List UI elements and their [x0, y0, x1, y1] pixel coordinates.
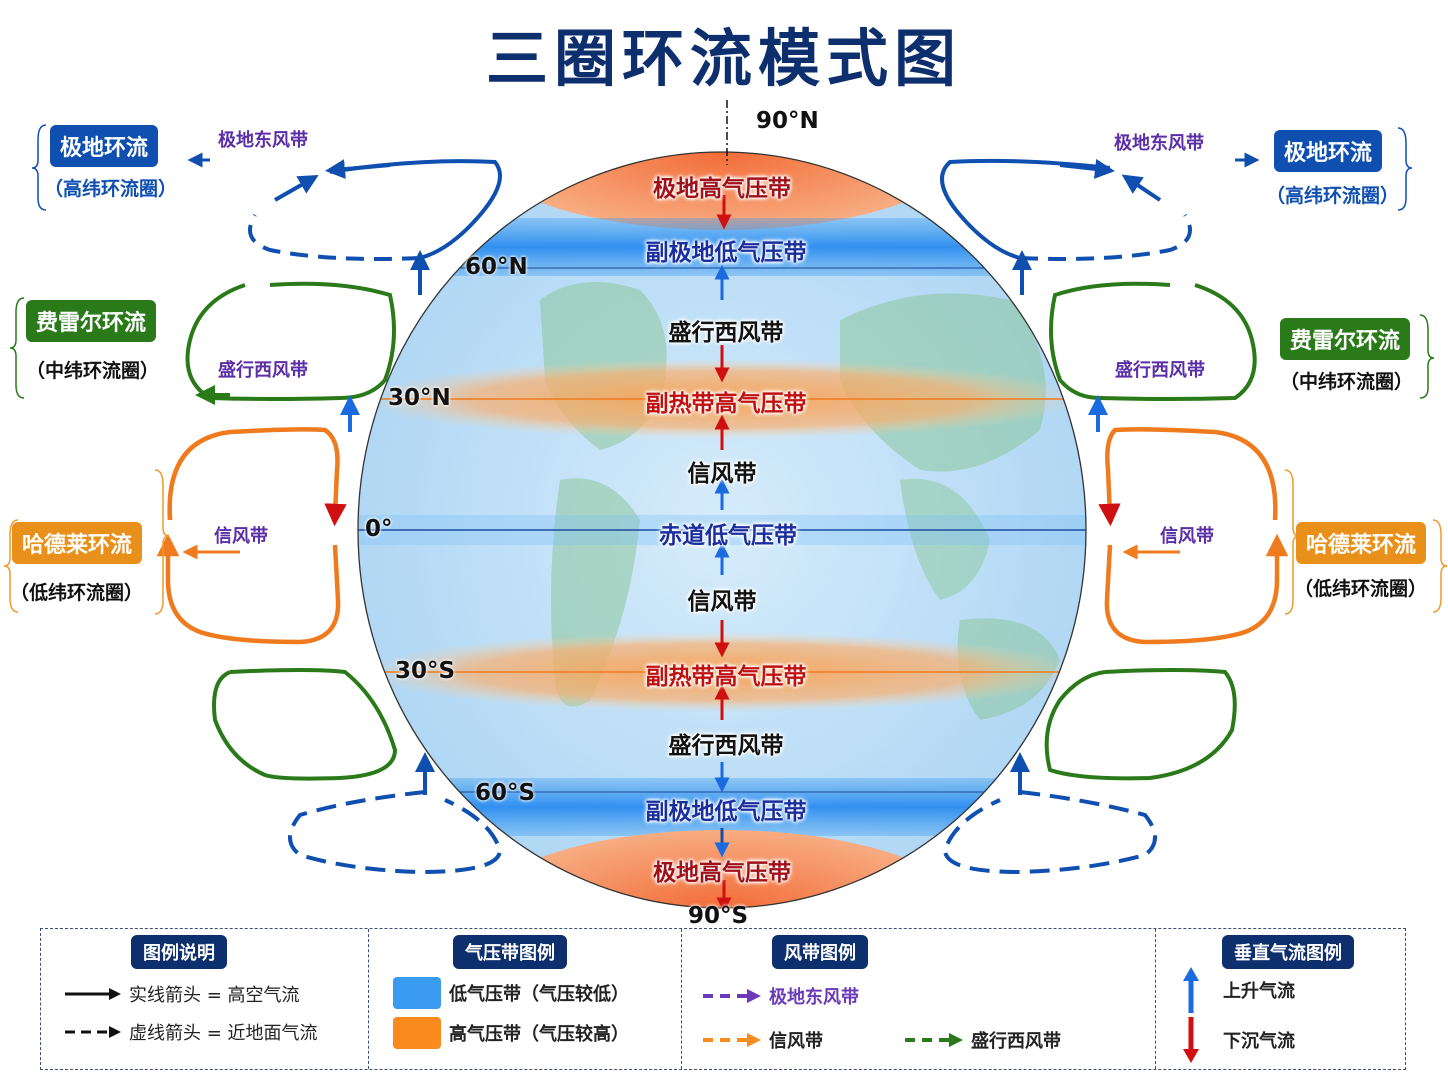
legend-rising-row: 上升气流 [1181, 967, 1295, 1013]
left-south-polar-cell [288, 752, 503, 875]
band-south-westerlies: 盛行西风带 [668, 733, 784, 759]
left-trades-label: 信风带 [214, 526, 268, 547]
legend-sinking-label: 下沉气流 [1223, 1031, 1295, 1052]
legend-panel: 图例说明 实线箭头 = 高空气流 虚线箭头 = 近地面气流 气压带图例 低气压带… [40, 928, 1406, 1070]
right-ferrel-cell [1049, 281, 1257, 432]
latitude-30n: 30°N [388, 385, 451, 411]
globe [357, 100, 1087, 909]
band-south-polar-high: 极地高气压带 [653, 860, 791, 886]
left-hadley-cell-label: 哈德莱环流 [12, 522, 143, 564]
legend-wind-header: 风带图例 [772, 935, 868, 969]
right-polar-cell-label: 极地环流 [1274, 130, 1383, 172]
left-hadley-cell [156, 427, 347, 645]
left-ferrel-cell-label: 费雷尔环流 [26, 300, 157, 342]
legend-divider [1155, 929, 1156, 1069]
left-ferrel-cell-sub: （中纬环流圈） [26, 360, 160, 382]
right-south-ferrel-cell [1044, 668, 1237, 781]
legend-dashed-label: 虚线箭头 = 近地面气流 [129, 1023, 318, 1044]
legend-explain-header: 图例说明 [131, 935, 227, 969]
band-north-polar-high: 极地高气压带 [653, 176, 791, 202]
low-pressure-swatch [393, 977, 441, 1009]
legend-pressure-header: 气压带图例 [453, 935, 567, 969]
right-ferrel-cell-sub: （中纬环流圈） [1280, 371, 1414, 393]
legend-high-label: 高气压带（气压较高） [449, 1024, 629, 1045]
right-trades-label: 信风带 [1160, 526, 1214, 547]
legend-trades-row: 信风带 [703, 1027, 823, 1053]
band-north-subpolar-low: 副极地低气压带 [645, 240, 807, 266]
band-north-trades: 信风带 [687, 461, 757, 487]
solid-arrow-icon [65, 988, 121, 1000]
legend-low-row: 低气压带（气压较低） [393, 977, 629, 1009]
page-title: 三圈环流模式图 [485, 22, 962, 95]
latitude-60n: 60°N [465, 254, 528, 280]
latitude-30s: 30°S [395, 658, 456, 684]
right-hadley-cell [1098, 427, 1289, 645]
right-hadley-cell-sub: （低纬环流圈） [1294, 578, 1428, 600]
orange-dashed-arrow-icon [703, 1033, 761, 1047]
green-dashed-arrow-icon [905, 1033, 963, 1047]
dashed-arrow-icon [65, 1026, 121, 1038]
latitude-90s: 90°S [688, 903, 749, 929]
legend-divider [368, 929, 369, 1069]
band-south-subpolar-low: 副极地低气压带 [645, 799, 807, 825]
legend-divider [681, 929, 682, 1069]
band-north-subtropical-high: 副热带高气压带 [645, 391, 807, 417]
legend-dashed-row: 虚线箭头 = 近地面气流 [65, 1019, 318, 1045]
purple-dashed-arrow-icon [703, 989, 761, 1003]
latitude-90n: 90°N [756, 108, 819, 134]
high-pressure-swatch [393, 1017, 441, 1049]
legend-westerlies-label: 盛行西风带 [971, 1031, 1061, 1052]
right-ferrel-cell-label: 费雷尔环流 [1280, 318, 1411, 360]
right-polar-cell-sub: （高纬环流圈） [1266, 185, 1400, 207]
down-arrow-icon [1183, 1017, 1199, 1063]
right-hadley-cell-label: 哈德莱环流 [1296, 522, 1427, 564]
left-polar-cell [187, 152, 502, 295]
right-westerlies-label: 盛行西风带 [1115, 360, 1205, 381]
right-polar-cell [940, 152, 1260, 295]
right-south-polar-cell [942, 752, 1157, 875]
legend-solid-row: 实线箭头 = 高空气流 [65, 981, 300, 1007]
legend-rising-label: 上升气流 [1223, 981, 1295, 1002]
latitude-60s: 60°S [475, 780, 536, 806]
legend-solid-label: 实线箭头 = 高空气流 [129, 985, 300, 1006]
legend-low-label: 低气压带（气压较低） [449, 984, 629, 1005]
legend-vertical-header: 垂直气流图例 [1222, 935, 1354, 969]
left-south-ferrel-cell [212, 668, 398, 781]
legend-westerlies-row: 盛行西风带 [905, 1027, 1061, 1053]
legend-polar-easterlies-row: 极地东风带 [703, 983, 859, 1009]
left-polar-easterlies-label: 极地东风带 [218, 130, 308, 151]
band-south-trades: 信风带 [687, 589, 757, 615]
left-hadley-cell-sub: （低纬环流圈） [10, 582, 144, 604]
right-polar-easterlies-label: 极地东风带 [1114, 133, 1204, 154]
band-equatorial-low: 赤道低气压带 [659, 523, 797, 549]
band-north-westerlies: 盛行西风带 [668, 320, 784, 346]
left-westerlies-label: 盛行西风带 [218, 360, 308, 381]
left-polar-cell-label: 极地环流 [50, 125, 159, 167]
band-south-subtropical-high: 副热带高气压带 [645, 664, 807, 690]
left-ferrel-cell [185, 281, 396, 432]
legend-sinking-row: 下沉气流 [1181, 1017, 1295, 1063]
legend-polar-easterlies-label: 极地东风带 [769, 987, 859, 1008]
legend-high-row: 高气压带（气压较高） [393, 1017, 629, 1049]
up-arrow-icon [1183, 967, 1199, 1013]
legend-trades-label: 信风带 [769, 1031, 823, 1052]
left-polar-cell-sub: （高纬环流圈） [44, 178, 178, 200]
latitude-equator: 0° [365, 516, 393, 542]
axis-airflow-arrows [714, 195, 732, 913]
